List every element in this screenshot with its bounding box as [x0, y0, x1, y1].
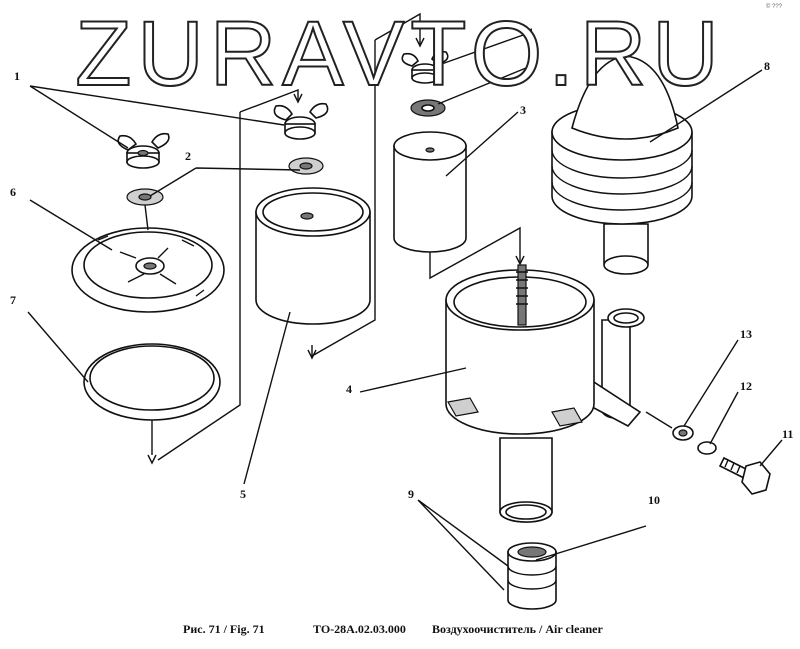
- wing-nut-right: [401, 50, 449, 84]
- figure-title: Воздухоочиститель / Air cleaner: [432, 622, 603, 636]
- figure-number: Рис. 71 / Fig. 71: [183, 622, 265, 636]
- corner-note: © ???: [765, 4, 782, 10]
- figure-caption: Рис. 71 / Fig. 71 ТО-28А.02.03.000 Возду…: [0, 622, 800, 640]
- callout-2-right: 2: [528, 59, 534, 73]
- cover-plate: [71, 227, 225, 313]
- callout-12: 12: [740, 379, 752, 393]
- drawing-code: ТО-28А.02.03.000: [313, 622, 406, 636]
- callout-5: 5: [240, 487, 246, 501]
- washer-middle: [288, 157, 324, 175]
- callout-8: 8: [764, 59, 770, 73]
- inner-filter: [393, 131, 467, 253]
- bolt: [718, 456, 771, 495]
- washer-right: [410, 99, 446, 117]
- callout-1-left: 1: [14, 69, 20, 83]
- callout-11: 11: [782, 427, 793, 441]
- pre-cleaner: [551, 55, 693, 275]
- callout-3: 3: [520, 103, 526, 117]
- callout-2-left: 2: [185, 149, 191, 163]
- assembly-guide-lines: [144, 12, 673, 465]
- callout-10: 10: [648, 493, 660, 507]
- seal-ring: [83, 343, 221, 421]
- outer-filter-element: [255, 187, 371, 325]
- callout-13: 13: [740, 327, 752, 341]
- wing-nut-middle: [273, 102, 329, 140]
- watermark-text: ZURAVTO.RU: [74, 3, 725, 105]
- lock-washer: [697, 441, 717, 455]
- flat-washer: [672, 425, 694, 441]
- callout-labels: 1 2 6 7 5 1 2 3 8 4 9 10 13 12 11: [10, 25, 793, 507]
- callout-7: 7: [10, 293, 16, 307]
- wing-nut-left: [117, 132, 170, 169]
- callout-1-right: 1: [528, 25, 534, 39]
- callout-4: 4: [346, 382, 352, 396]
- leader-lines: [27, 33, 783, 591]
- callout-6: 6: [10, 185, 16, 199]
- housing: [445, 264, 645, 523]
- callout-9: 9: [408, 487, 414, 501]
- hose-coupling: [507, 542, 557, 610]
